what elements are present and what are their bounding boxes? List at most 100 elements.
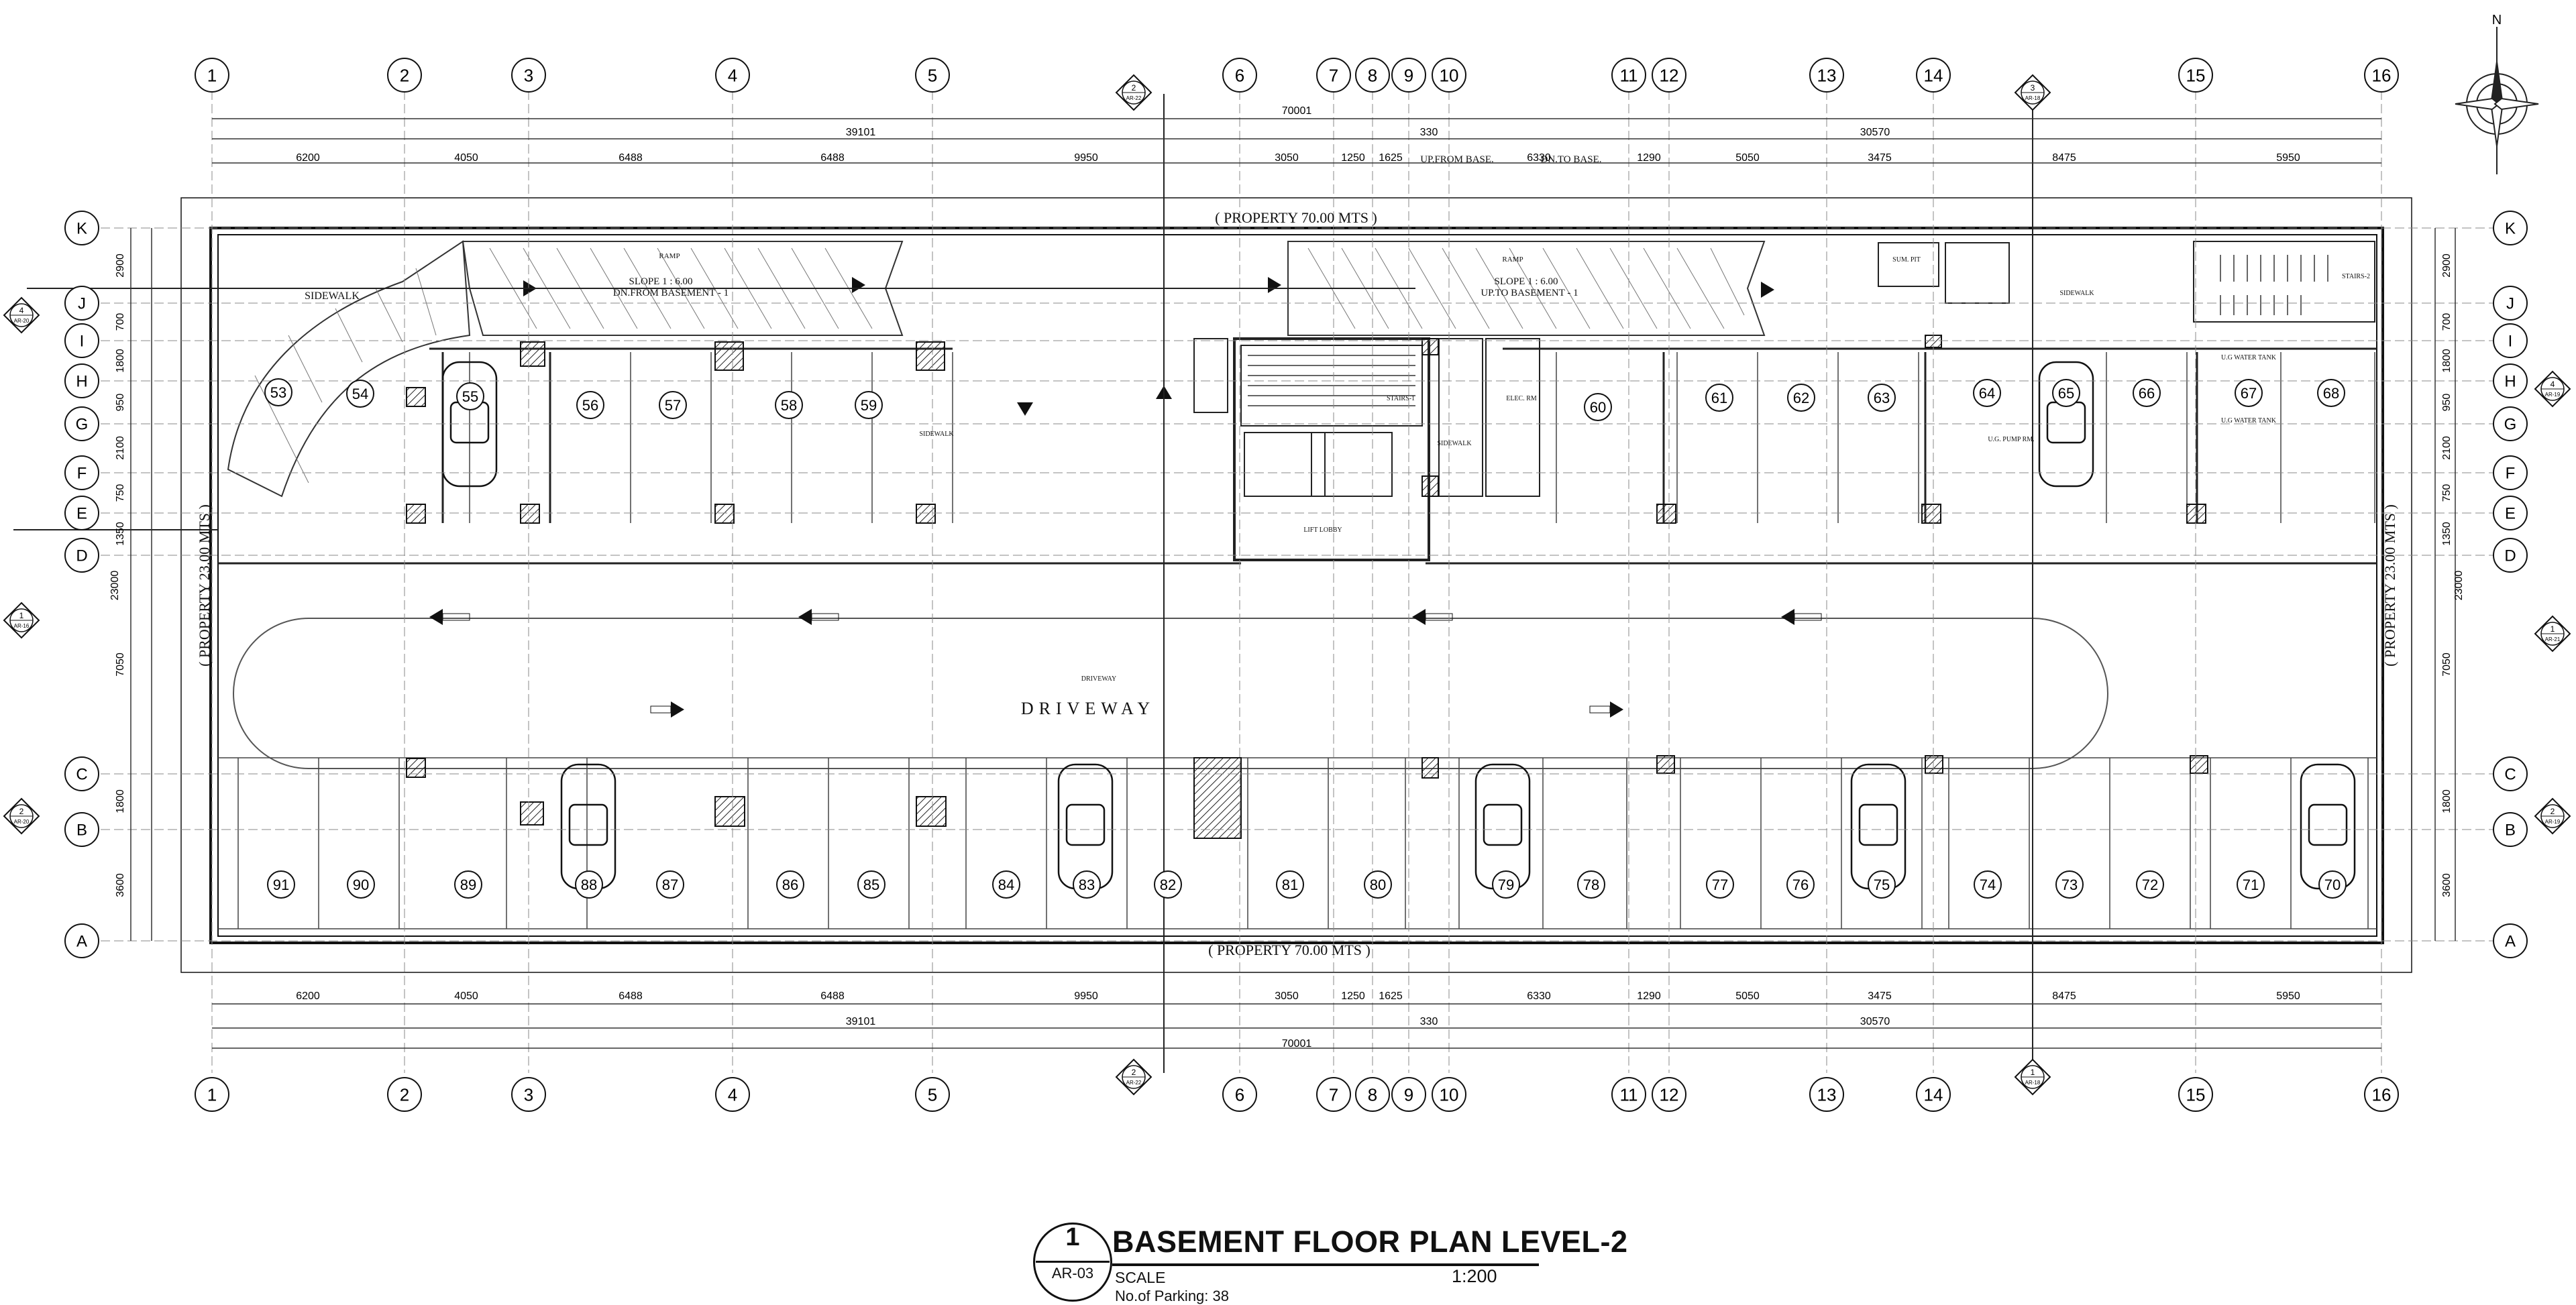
section-marker-6-num: 2: [19, 807, 24, 816]
ug-water-tank-label-1: U.G WATER TANK: [2221, 354, 2277, 361]
grid-row-K-right-text: K: [2505, 220, 2516, 238]
parking-space-84: 84: [992, 870, 1020, 899]
dim-right-row-9: 3600: [2441, 873, 2453, 897]
grid-row-I-left-text: I: [80, 333, 85, 351]
grid-row-H-left: H: [64, 363, 99, 398]
dim-right-row-2: 1800: [2441, 349, 2453, 373]
parking-space-56: 56: [576, 391, 604, 419]
grid-row-E-right: E: [2493, 496, 2528, 530]
grid-row-J-right: J: [2493, 286, 2528, 321]
grid-col-10-bottom: 10: [1432, 1077, 1466, 1112]
dim-bottom-bay-9: 1290: [1637, 990, 1661, 1002]
north-arrow-icon: [2455, 27, 2539, 174]
grid-lines: [101, 91, 2496, 1073]
grid-row-D-left: D: [64, 538, 99, 573]
traffic-arrows: [429, 277, 1822, 718]
parking-space-87-text: 87: [662, 876, 678, 893]
dim-bottom-sub-2: 30570: [1860, 1016, 1890, 1027]
grid-col-8-top-text: 8: [1368, 65, 1377, 85]
grid-row-K-left-text: K: [76, 220, 87, 238]
property-label-bottom: ( PROPERTY 70.00 MTS ): [1208, 942, 1371, 958]
grid-col-7-bottom: 7: [1316, 1077, 1351, 1112]
dim-top-sub-1: 330: [1420, 127, 1438, 138]
property-label-right: ( PROPERTY 23.00 MTS ): [2381, 504, 2398, 667]
grid-col-14-bottom: 14: [1916, 1077, 1951, 1112]
section-marker-5: 1AR-21: [2534, 615, 2571, 652]
grid-col-10-top-text: 10: [1440, 65, 1459, 85]
grid-col-4-top-text: 4: [728, 65, 737, 85]
dim-bottom-bay-13: 5950: [2276, 990, 2300, 1002]
parking-space-62-text: 62: [1793, 390, 1809, 406]
dim-bottom-bay-11: 3475: [1868, 990, 1892, 1002]
dim-top-bay-13: 5950: [2276, 152, 2300, 164]
grid-col-6-bottom-text: 6: [1235, 1084, 1244, 1104]
parking-space-60: 60: [1584, 393, 1612, 421]
parking-space-86-text: 86: [782, 876, 798, 893]
dim-right-row-5: 750: [2441, 484, 2453, 502]
parking-space-75-text: 75: [1874, 876, 1890, 893]
dim-top-bay-10: 5050: [1735, 152, 1760, 164]
grid-col-5-bottom: 5: [915, 1077, 950, 1112]
grid-col-11-bottom-text: 11: [1620, 1084, 1638, 1104]
dim-left-row-0: 2900: [115, 253, 126, 278]
dim-top-sub-0: 39101: [846, 127, 876, 138]
section-marker-8-sheet: AR-18: [2025, 1080, 2041, 1086]
dim-right-overall: 23000: [2453, 571, 2465, 601]
grid-row-C-left: C: [64, 756, 99, 791]
grid-col-2-bottom: 2: [387, 1077, 422, 1112]
grid-col-1-bottom-text: 1: [207, 1084, 217, 1104]
stairs-2-label: STAIRS-2: [2342, 273, 2370, 280]
grid-bubbles: 1122334455667788991010111112121313141415…: [195, 58, 2399, 1112]
parking-space-58: 58: [775, 391, 803, 419]
dim-right-row-7: 7050: [2441, 652, 2453, 677]
parking-space-60-text: 60: [1590, 399, 1606, 416]
grid-row-B-left-text: B: [76, 821, 87, 840]
section-marker-3-num: 4: [2551, 380, 2555, 389]
driveway-small-label: DRIVEWAY: [1081, 675, 1116, 683]
drawing-number: 1: [1065, 1223, 1080, 1251]
grid-row-F-left: F: [64, 455, 99, 490]
parking-space-68-text: 68: [2323, 385, 2339, 402]
dim-left-row-1: 700: [115, 313, 126, 331]
section-marker-5-sheet: AR-21: [2545, 636, 2561, 642]
dim-left-row-9: 3600: [115, 873, 126, 897]
dim-left-row-8: 1800: [115, 789, 126, 813]
parking-space-70: 70: [2318, 870, 2347, 899]
parking-space-90: 90: [347, 870, 375, 899]
parking-space-81-text: 81: [1282, 876, 1298, 893]
parking-space-91: 91: [267, 870, 295, 899]
parking-space-67: 67: [2235, 379, 2263, 407]
grid-row-E-right-text: E: [2505, 505, 2516, 523]
parking-space-57-text: 57: [665, 397, 681, 414]
parking-space-63: 63: [1868, 384, 1896, 412]
dim-bottom-bay-1: 4050: [454, 990, 478, 1002]
parking-space-64-text: 64: [1979, 385, 1995, 402]
grid-col-7-top: 7: [1316, 58, 1351, 93]
grid-col-2-top: 2: [387, 58, 422, 93]
grid-row-I-right: I: [2493, 323, 2528, 358]
scale-value: 1:200: [1452, 1266, 1497, 1286]
grid-col-4-top: 4: [715, 58, 750, 93]
parking-space-66: 66: [2133, 379, 2161, 407]
grid-row-D-right-text: D: [2504, 547, 2516, 565]
dim-top-bay-2: 6488: [619, 152, 643, 164]
section-marker-1: 3AR-18: [2014, 74, 2051, 111]
title-block: 1 AR-03 BASEMENT FLOOR PLAN LEVEL-2 SCAL…: [1033, 1219, 1627, 1305]
grid-col-1-top-text: 1: [207, 65, 217, 85]
parking-space-76-text: 76: [1792, 876, 1809, 893]
parking-space-72-text: 72: [2142, 876, 2158, 893]
grid-col-15-top: 15: [2178, 58, 2213, 93]
grid-row-B-right-text: B: [2505, 821, 2516, 840]
dim-right-row-1: 700: [2441, 313, 2453, 331]
grid-row-C-right: C: [2493, 756, 2528, 791]
parking-space-81: 81: [1276, 870, 1304, 899]
section-marker-9: 2AR-22: [1115, 1058, 1152, 1096]
ug-pump-room-label: U.G. PUMP RM.: [1988, 436, 2034, 443]
parking-stall-lines: [218, 352, 2377, 929]
grid-col-14-top-text: 14: [1924, 65, 1943, 85]
dim-left-row-3: 950: [115, 394, 126, 412]
sidewalk-label-2: SIDEWALK: [919, 431, 954, 438]
parking-space-74-text: 74: [1980, 876, 1996, 893]
parking-space-75: 75: [1868, 870, 1896, 899]
